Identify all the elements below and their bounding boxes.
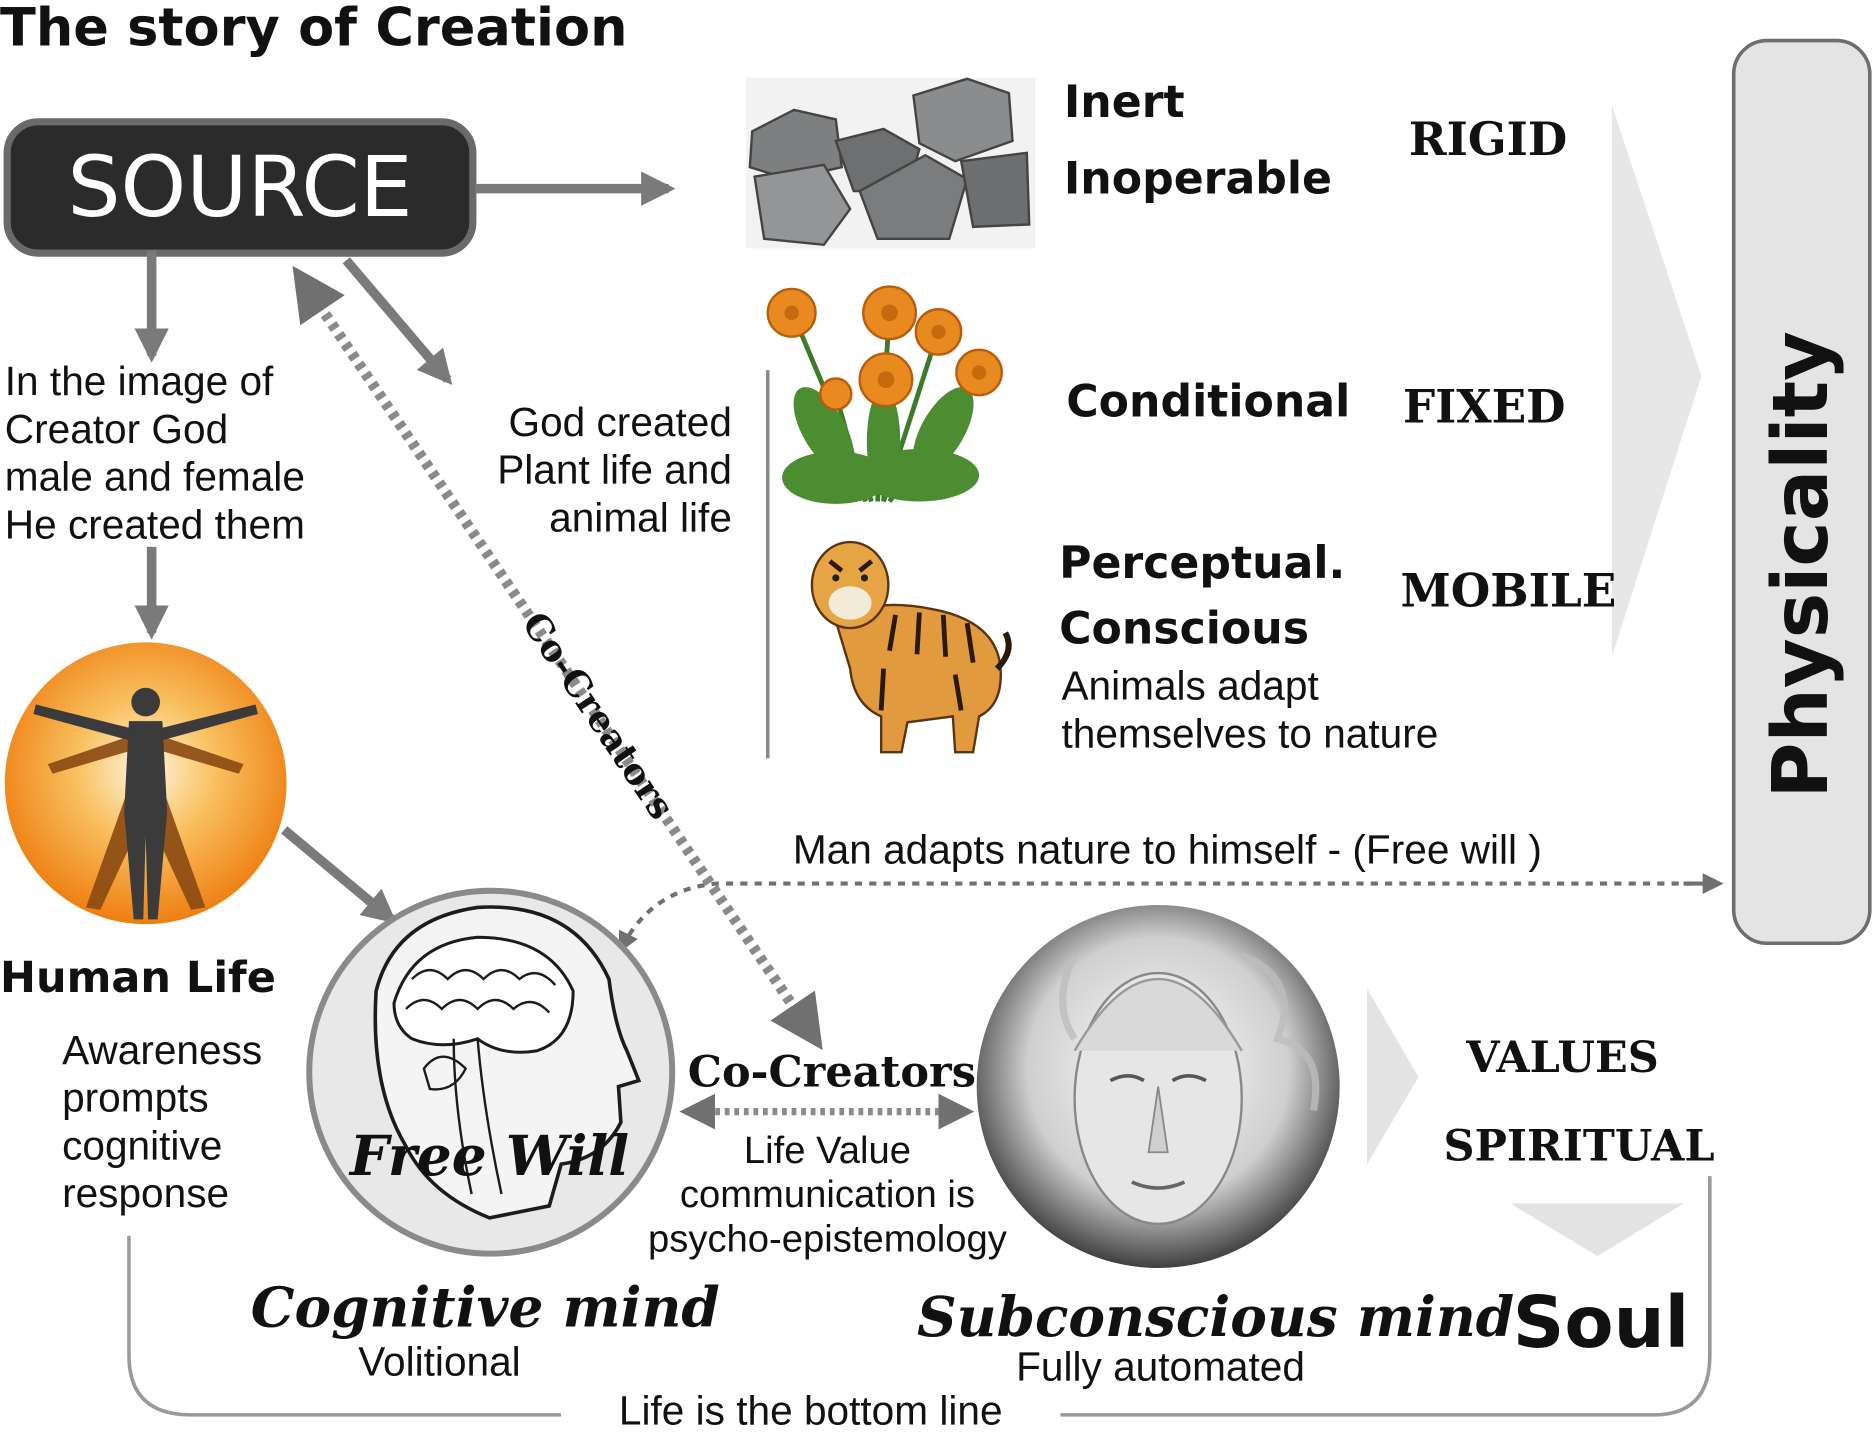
text-line: Plant life and (497, 447, 732, 494)
inoperable-label: Inoperable (1063, 152, 1333, 205)
source-box (3, 118, 477, 257)
flowers-image (766, 285, 1003, 504)
text-line: God created (508, 399, 732, 446)
text-line: Creator God (4, 407, 229, 453)
volitional-label: Volitional (358, 1339, 521, 1386)
free-will-label: Free Will (349, 1123, 630, 1189)
inert-label: Inert (1063, 76, 1185, 128)
rocks-image (746, 77, 1036, 249)
tiger-image (810, 540, 1012, 754)
bottom-bracket-right (1060, 1176, 1712, 1417)
text-line: He created them (4, 502, 305, 549)
conditional-label: Conditional (1066, 376, 1351, 428)
text-line: themselves to nature (1061, 711, 1439, 757)
big-chevron (1611, 105, 1702, 657)
mobile-label: MOBILE (1400, 563, 1617, 618)
fully-automated-label: Fully automated (1016, 1344, 1305, 1390)
page-title: The story of Creation (0, 0, 628, 59)
subconscious-mind-label: Subconscious mind (916, 1284, 1515, 1350)
text-line: Life Value (743, 1128, 911, 1172)
brain-circle (306, 887, 676, 1257)
subconscious-face-circle (976, 905, 1340, 1269)
text-line: cognitive (62, 1123, 223, 1169)
co-creators-center-label: Co-Creators (687, 1047, 976, 1098)
small-chevron (1367, 988, 1419, 1165)
text-line: male and female (4, 454, 305, 501)
cognitive-mind-label: Cognitive mind (250, 1275, 720, 1340)
text-line: psycho-epistemology (647, 1216, 1007, 1260)
soul-label: Soul (1512, 1281, 1690, 1365)
text-line: response (62, 1171, 230, 1217)
source-label: SOURCE (67, 138, 413, 237)
spiritual-label: SPIRITUAL (1443, 1121, 1715, 1172)
perceptual-label: Perceptual. (1059, 537, 1346, 589)
values-label: VALUES (1466, 1032, 1659, 1083)
physicality-label: Physicality (1757, 331, 1846, 799)
conscious-label: Conscious (1059, 602, 1310, 655)
fixed-label: FIXED (1402, 379, 1566, 434)
text-line: communication is (679, 1172, 976, 1216)
rigid-label: RIGID (1408, 112, 1568, 166)
physicality-bar (1731, 38, 1872, 946)
free-will-arrow (619, 881, 1694, 953)
text-line: prompts (62, 1075, 209, 1122)
text-line: animal life (549, 495, 732, 541)
text-line: Animals adapt (1061, 663, 1319, 710)
bottom-bracket-left (127, 1235, 562, 1417)
down-chevron (1510, 1203, 1684, 1257)
man-adapts-label: Man adapts nature to himself - (Free wil… (792, 827, 1542, 873)
text-line: Awareness (62, 1028, 263, 1074)
bottom-line-label: Life is the bottom line (561, 1391, 1061, 1432)
text-line: In the image of (4, 359, 274, 405)
human-life-circle (4, 642, 287, 925)
human-life-label: Human Life (0, 954, 276, 1003)
